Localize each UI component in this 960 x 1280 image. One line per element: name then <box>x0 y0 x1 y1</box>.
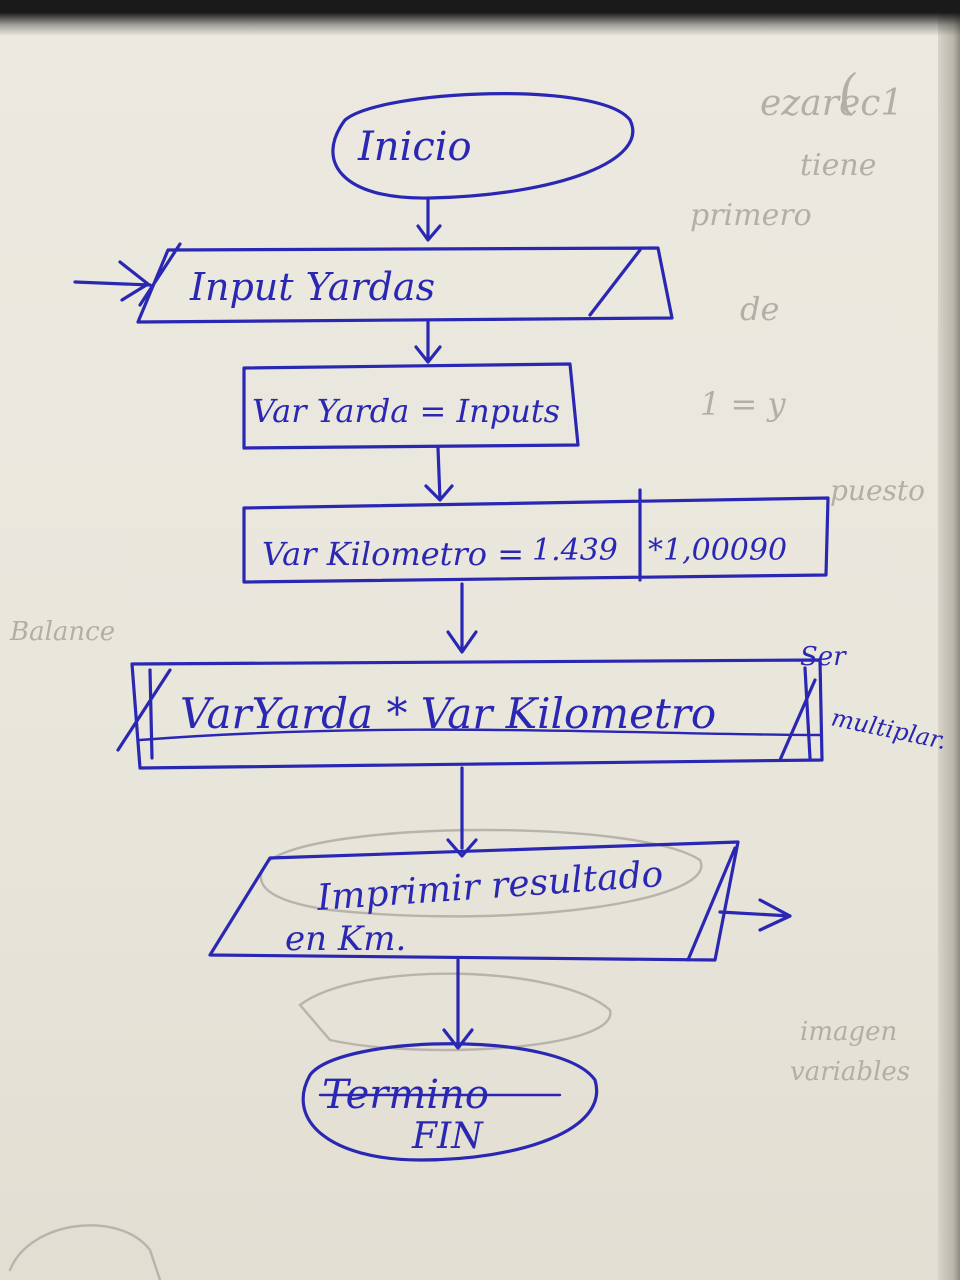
svg-text:Balance: Balance <box>9 617 115 647</box>
output-exit-arrow <box>718 898 792 932</box>
assign-yarda-label: Var Yarda = Inputs <box>252 392 560 430</box>
output-label-line1: Imprimir resultado <box>315 854 665 919</box>
notebook-spine <box>938 0 960 1280</box>
svg-text:tiene: tiene <box>800 148 876 183</box>
end-label: FIN <box>411 1116 484 1157</box>
assign-yarda-box <box>242 362 580 450</box>
arrow-start-input <box>416 198 442 242</box>
multiply-box-overstroke <box>138 728 822 742</box>
output-label-line2: en Km. <box>285 919 406 959</box>
svg-text:primero: primero <box>690 198 812 233</box>
svg-text:ezarec1: ezarec1 <box>760 83 903 124</box>
multiply-box-slash <box>116 668 817 762</box>
end-ellipse <box>301 1042 599 1162</box>
page-top-shadow <box>0 0 960 36</box>
arrow-assign2-multiply <box>446 582 478 654</box>
start-label: Inicio <box>357 124 472 170</box>
svg-text:de: de <box>740 290 779 328</box>
input-shape <box>136 242 674 324</box>
assign-km-value-a: 1.439 <box>532 533 618 568</box>
assign-km-box <box>242 488 830 584</box>
input-label: Input Yardas <box>189 265 435 309</box>
arrow-multiply-output <box>446 766 478 858</box>
svg-text:imagen: imagen <box>800 1017 897 1047</box>
arrow-output-end <box>442 958 474 1050</box>
multiply-side-note-1: Ser <box>800 642 847 672</box>
arrow-assign1-assign2 <box>424 446 454 502</box>
multiply-box <box>130 658 824 770</box>
assign-km-value-b: *1,00090 <box>648 533 787 568</box>
multiply-side-note-2: multiplar. <box>829 703 949 755</box>
end-label-struck: Termino <box>322 1072 489 1118</box>
svg-text:variables: variables <box>790 1057 910 1087</box>
output-shape <box>208 840 740 962</box>
arrow-input-assign1 <box>414 320 442 364</box>
multiply-label: VarYarda * Var Kilometro <box>180 689 716 738</box>
assign-km-label: Var Kilometro = <box>262 535 524 573</box>
start-ellipse <box>331 92 635 200</box>
svg-text:puesto: puesto <box>830 474 925 507</box>
input-entry-arrow <box>73 260 152 302</box>
svg-text:1 = y: 1 = y <box>700 385 787 423</box>
